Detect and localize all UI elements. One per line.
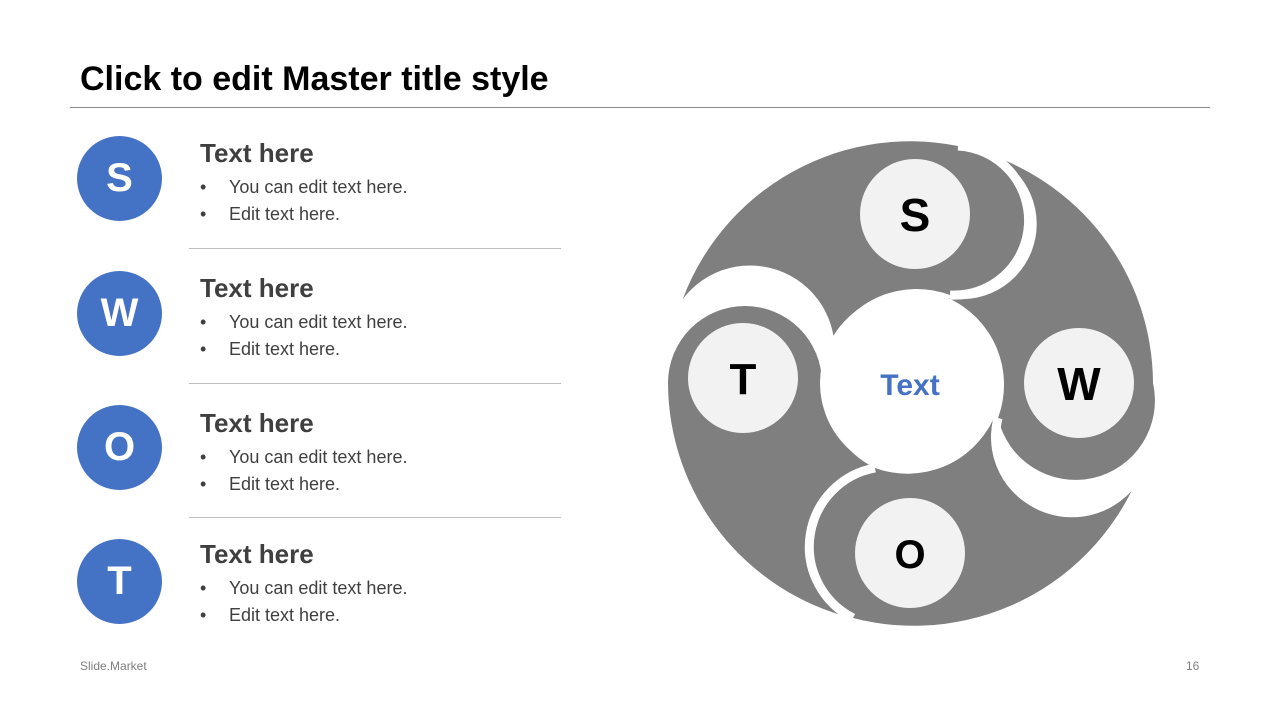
bullet-item: • Edit text here. (200, 336, 407, 363)
bullet-text: You can edit text here. (229, 447, 408, 467)
item-separator (189, 248, 561, 249)
bullet-item: • Edit text here. (200, 602, 407, 629)
center-circle (820, 293, 1000, 473)
bullet-dot: • (200, 204, 207, 224)
bullet-text: Edit text here. (229, 339, 341, 359)
bullet-item: • Edit text here. (200, 201, 407, 228)
bullet-dot: • (200, 447, 207, 467)
bullet-item: • You can edit text here. (200, 444, 407, 471)
node-o-label: O (894, 533, 925, 577)
item-bullets: • You can edit text here. • Edit text here… (200, 174, 407, 228)
item-separator (189, 517, 561, 518)
badge-o: O (77, 405, 162, 490)
item-heading: Text here (200, 539, 314, 569)
center-label: Text (880, 369, 939, 402)
gap-t-s (671, 265, 835, 346)
node-s-circle (860, 159, 970, 269)
segment-gaps (671, 141, 1151, 623)
item-heading: Text here (200, 408, 314, 438)
title-divider (70, 107, 1210, 108)
bullet-text: You can edit text here. (229, 312, 408, 332)
item-heading: Text here (200, 138, 314, 168)
node-o: O (855, 498, 965, 608)
badge-t: T (77, 539, 162, 624)
footer-brand: Slide.Market (80, 659, 147, 673)
page-number: 16 (1186, 659, 1200, 673)
bullet-item: • Edit text here. (200, 471, 407, 498)
node-s-label: S (900, 189, 931, 241)
bullet-item: • You can edit text here. (200, 575, 407, 602)
badge-s: S (77, 136, 162, 221)
badge-w: W (77, 271, 162, 356)
node-t-label: T (730, 355, 757, 404)
item-separator (189, 383, 561, 384)
item-bullets: • You can edit text here. • Edit text here… (200, 444, 407, 498)
bullet-item: • You can edit text here. (200, 309, 407, 336)
gap-o-t (804, 463, 876, 623)
item-bullets: • You can edit text here. • Edit text here… (200, 309, 407, 363)
node-t: T (688, 323, 798, 433)
item-bullets: • You can edit text here. • Edit text here… (200, 575, 407, 629)
bullet-text: Edit text here. (229, 474, 341, 494)
node-t-circle (688, 323, 798, 433)
node-w-label: W (1057, 358, 1101, 410)
gap-w-o (991, 416, 1151, 518)
bullet-text: Edit text here. (229, 605, 341, 625)
bullet-dot: • (200, 578, 207, 598)
node-w: W (1024, 328, 1134, 438)
bullet-dot: • (200, 312, 207, 332)
node-w-circle (1024, 328, 1134, 438)
bullet-text: You can edit text here. (229, 177, 408, 197)
bullet-dot: • (200, 605, 207, 625)
bullet-dot: • (200, 177, 207, 197)
item-heading: Text here (200, 273, 314, 303)
node-s: S (860, 159, 970, 269)
bullet-text: Edit text here. (229, 204, 341, 224)
bullet-dot: • (200, 339, 207, 359)
gap-s-w (949, 141, 1034, 300)
node-o-circle (855, 498, 965, 608)
bullet-item: • You can edit text here. (200, 174, 407, 201)
bullet-text: You can edit text here. (229, 578, 408, 598)
bullet-dot: • (200, 474, 207, 494)
slide-title: Click to edit Master title style (80, 60, 549, 98)
